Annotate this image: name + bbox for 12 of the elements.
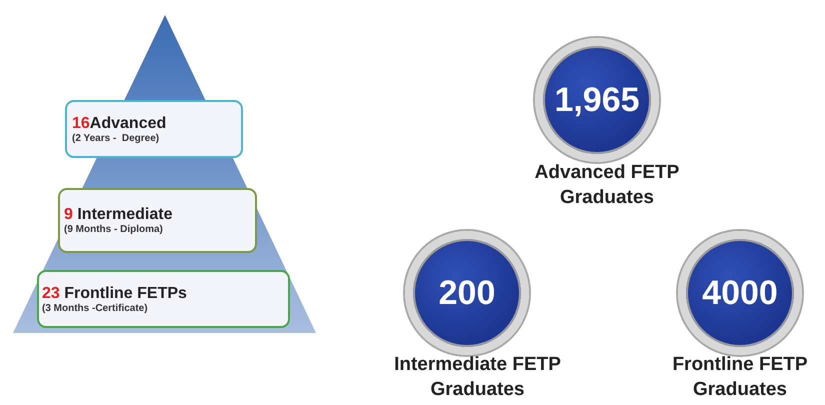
statistic-label: Frontline FETP Graduates (671, 353, 809, 402)
level-duration: (3 Months -Certificate) (42, 302, 148, 314)
level-title: 23 Frontline FETPs (42, 284, 187, 302)
statistic-number: 200 (438, 274, 496, 312)
statistic-label: Intermediate FETP Graduates (393, 353, 562, 402)
statistic-number: 1,965 (554, 80, 640, 120)
statistic-number: 4000 (702, 274, 778, 312)
level-duration: (9 Months - Diploma) (64, 224, 163, 235)
level-title: 16Advanced (72, 114, 166, 132)
level-duration: (2 Years - Degree) (72, 132, 160, 144)
statistic-label: Advanced FETP Graduates (534, 161, 680, 210)
level-title: 9 Intermediate (64, 206, 172, 224)
